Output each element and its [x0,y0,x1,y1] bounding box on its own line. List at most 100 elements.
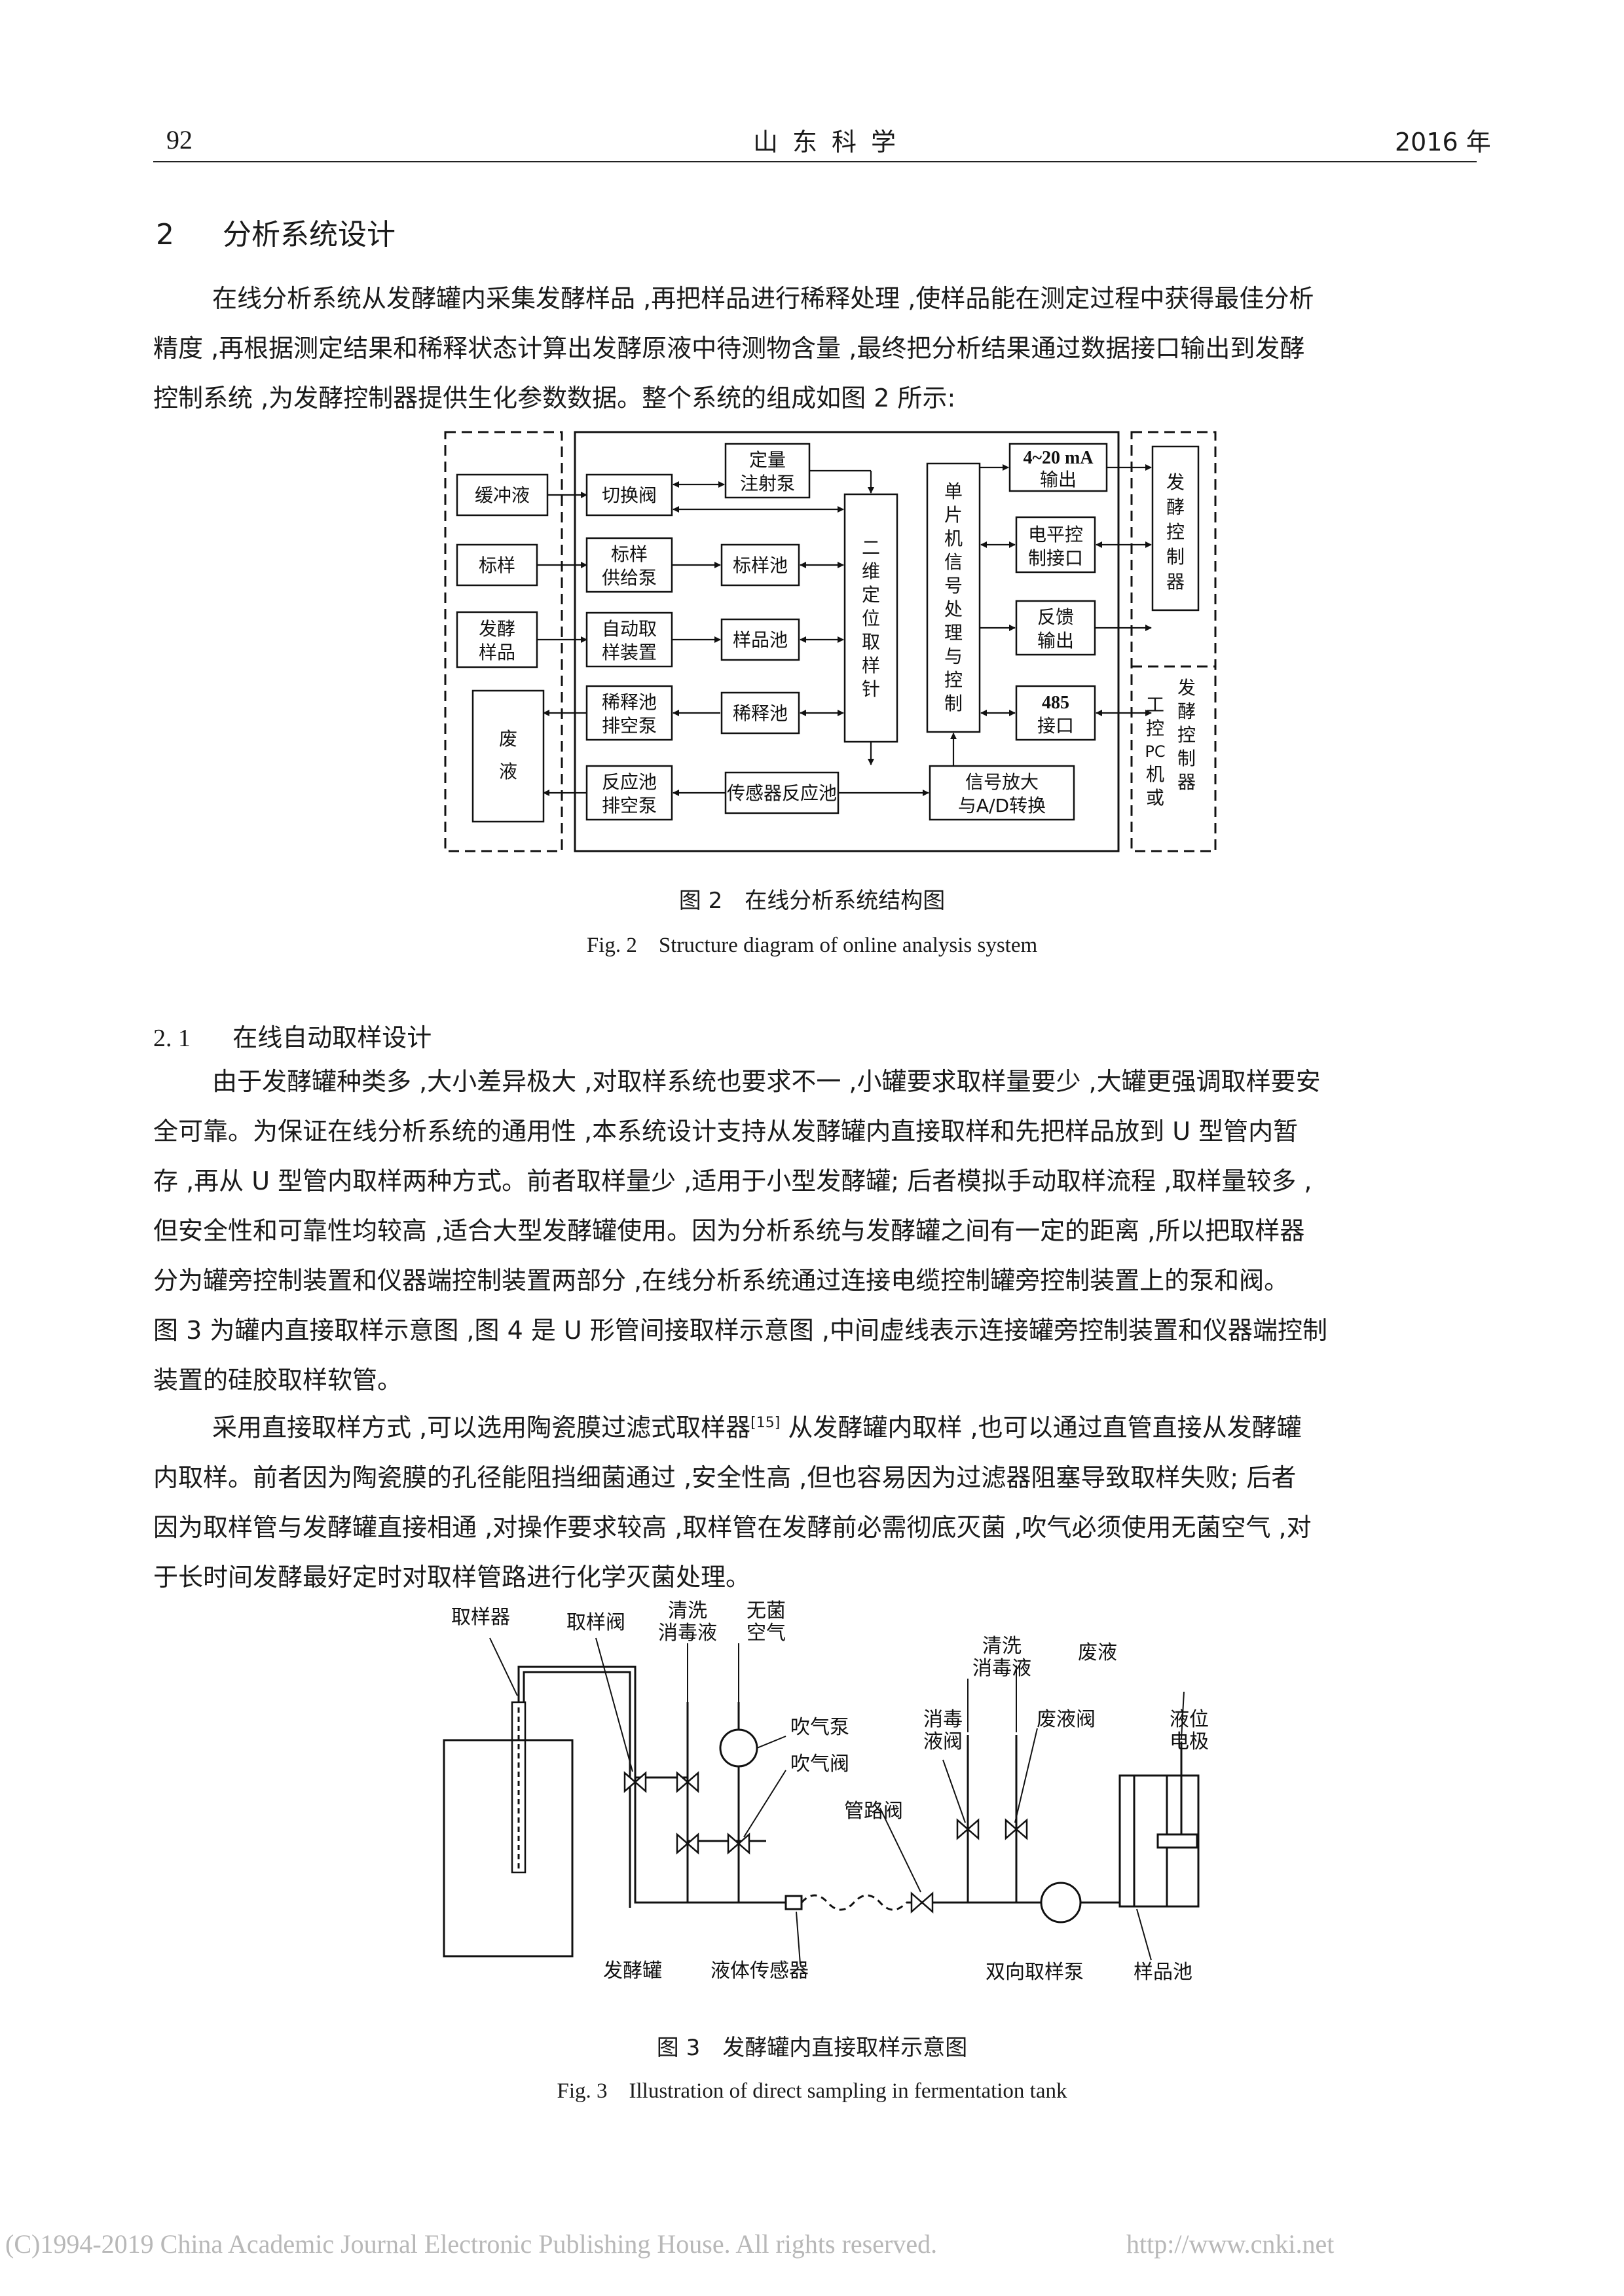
fig2-box-dilution-drain-pump [585,685,673,741]
fig2-box-ferment-sample [456,611,538,668]
fig2-label: 供给泵 [602,567,657,589]
fig2-label: 排空泵 [602,795,657,816]
fig3-label-waste: 废液 [1078,1641,1117,1664]
fig2-box-std-pool [720,543,800,587]
fig3-label-sample-pool: 样品池 [1134,1961,1192,1984]
paragraph-3: 采用直接取样方式 ,可以选用陶瓷膜过滤式取样器[15] 从发酵罐内取样 ,也可以… [153,1398,1476,1602]
fig2-label-buffer: 缓冲液 [475,484,530,506]
fig3-label-blow-pump: 吹气泵 [790,1716,849,1739]
fig2-label: 理 [944,622,963,644]
fig2-label: 控 [1146,718,1164,739]
text-line: 控制系统 ,为发酵控制器提供生化参数数据。整个系统的组成如图 2 所示: [153,384,956,412]
fig2-label: 器 [1166,571,1185,592]
fig2-label: 反应池 [602,771,657,793]
fig2-label: 器 [1177,771,1196,793]
figure-2-caption-en: Fig. 2 Structure diagram of online analy… [586,934,1038,957]
fig3-label-sampler: 取样器 [451,1606,510,1629]
fig3-label: 空气 [747,1622,786,1645]
fig2-box-standard [456,543,538,587]
fig2-label: 机 [1146,763,1164,785]
fig2-label: 单 [944,481,963,502]
fig2-label: 废 [499,728,517,750]
fig2-label: 控 [1166,521,1185,543]
fig2-box-dosing-pump [724,443,811,499]
text-line: 内取样。前者因为陶瓷膜的孔径能阻挡细菌通过 ,安全性高 ,但也容易因为过滤器阻塞… [153,1463,1297,1492]
text-run: 从发酵罐内取样 ,也可以通过直管直接从发酵罐 [780,1413,1302,1442]
fig3-label: 消毒液 [658,1622,717,1645]
fig2-label: 样品 [479,642,515,663]
text-line: 装置的硅胶取样软管。 [153,1366,403,1394]
fig3-label: 清洗 [982,1635,1022,1658]
cnki-link[interactable]: http://www.cnki.net [1126,2229,1335,2259]
fig3-clean-valve [676,1771,699,1793]
fig3-label-sampling-valve: 取样阀 [566,1611,625,1634]
figure-2-caption: 图 2 在线分析系统结构图 [678,888,946,914]
fig2-label: 接口 [1037,715,1074,737]
fig2-label: 工 [1146,694,1164,716]
fig2-label-dilution-pool: 稀释池 [733,702,788,724]
fig2-box-mcu [926,462,981,733]
paragraph-1: 在线分析系统从发酵罐内采集发酵样品 ,再把样品进行稀释处理 ,使样品能在测定过程… [153,274,1476,423]
fig2-box-dilution-pool [720,691,800,735]
fig3-label-blow-valve: 吹气阀 [790,1753,849,1776]
fig3-label: 液位 [1170,1708,1209,1731]
fig2-box-reaction-drain-pump [585,765,673,821]
fig2-label: 发 [1166,471,1185,493]
fig2-label: 485 [1042,693,1069,713]
copyright-notice: (C)1994-2019 China Academic Journal Elec… [5,2229,938,2259]
fig2-label: 液 [499,761,517,782]
fig2-box-probe [843,493,898,743]
fig2-label: 处 [944,598,963,620]
fig3-label-waste-valve: 废液阀 [1037,1708,1096,1731]
fig3-label-bidir-pump: 双向取样泵 [986,1961,1084,1984]
fig3-label-pipe-valve: 管路阀 [844,1800,903,1823]
fig2-label: 定 [862,584,880,606]
fig2-label: 机 [944,528,963,549]
fig3-pipe-valve [910,1891,934,1914]
fig2-label: 定量 [749,449,786,471]
fig2-label: 制 [944,693,963,714]
fig3-label: 清洗 [668,1599,707,1622]
fig2-label: 制接口 [1028,547,1083,569]
fig3-label: 消毒液 [972,1657,1031,1680]
fig2-label: 控 [1177,724,1196,746]
fig2-label: 取 [862,631,880,653]
fig2-label: 控 [944,669,963,691]
fig3-label-fermenter: 发酵罐 [603,1959,662,1982]
fig2-label: 制 [1177,748,1196,769]
fig2-box-sensor-pool [724,771,840,814]
figure-3-caption: 图 3 发酵罐内直接取样示意图 [656,2035,968,2061]
subsection-number: 2. 1 [153,1025,191,1052]
fig3-label: 无菌 [747,1599,786,1622]
text-line: 但安全性和可靠性均较高 ,适合大型发酵罐使用。因为分析系统与发酵罐之间有一定的距… [153,1216,1305,1245]
fig2-label: 位 [862,608,880,629]
fig2-label-std-pool: 标样池 [733,555,788,576]
section-number: 2 [156,218,174,251]
fig2-label: 维 [862,560,880,582]
text-line: 在线分析系统从发酵罐内采集发酵样品 ,再把样品进行稀释处理 ,使样品能在测定过程… [212,284,1314,313]
text-line: 采用直接取样方式 ,可以选用陶瓷膜过滤式取样器[15] 从发酵罐内取样 ,也可以… [153,1398,1476,1453]
text-line: 由于发酵罐种类多 ,大小差异极大 ,对取样系统也要求不一 ,小罐要求取样量要少 … [212,1067,1321,1096]
fig2-label: 片 [944,504,963,526]
section-heading: 2 分析系统设计 [156,211,396,253]
fig2-label: 发 [1177,677,1196,699]
fig2-label: 样 [862,655,880,676]
fig2-label: 输出 [1037,630,1074,651]
fig2-label: 排空泵 [602,715,657,737]
fig3-label: 液阀 [923,1730,963,1753]
fig2-label: 或 [1146,787,1164,809]
fig2-label-sample-pool: 样品池 [733,629,788,651]
fig3-label: 消毒 [923,1708,963,1731]
citation-ref[interactable]: [15] [750,1415,781,1431]
fig2-label-standard: 标样 [479,555,515,576]
text-line: 图 3 为罐内直接取样示意图 ,图 4 是 U 形管间接取样示意图 ,中间虚线表… [153,1316,1327,1345]
figure-2-diagram: 缓冲液 标样 发酵 样品 废 液 切换阀 标样 供给泵 自动取 样装置 稀释池 … [444,431,1217,852]
fig2-label: 4~20 mA [1023,448,1094,468]
journal-name: 山东科学 [753,128,911,156]
fig2-label: 制 [1166,546,1185,568]
fig2-box-ferm-controller [1151,445,1200,611]
fig3-label: 电极 [1170,1730,1209,1753]
fig2-label: 号 [944,575,963,596]
fig2-label: PC [1145,742,1165,761]
text-run: 采用直接取样方式 ,可以选用陶瓷膜过滤式取样器 [212,1413,751,1442]
